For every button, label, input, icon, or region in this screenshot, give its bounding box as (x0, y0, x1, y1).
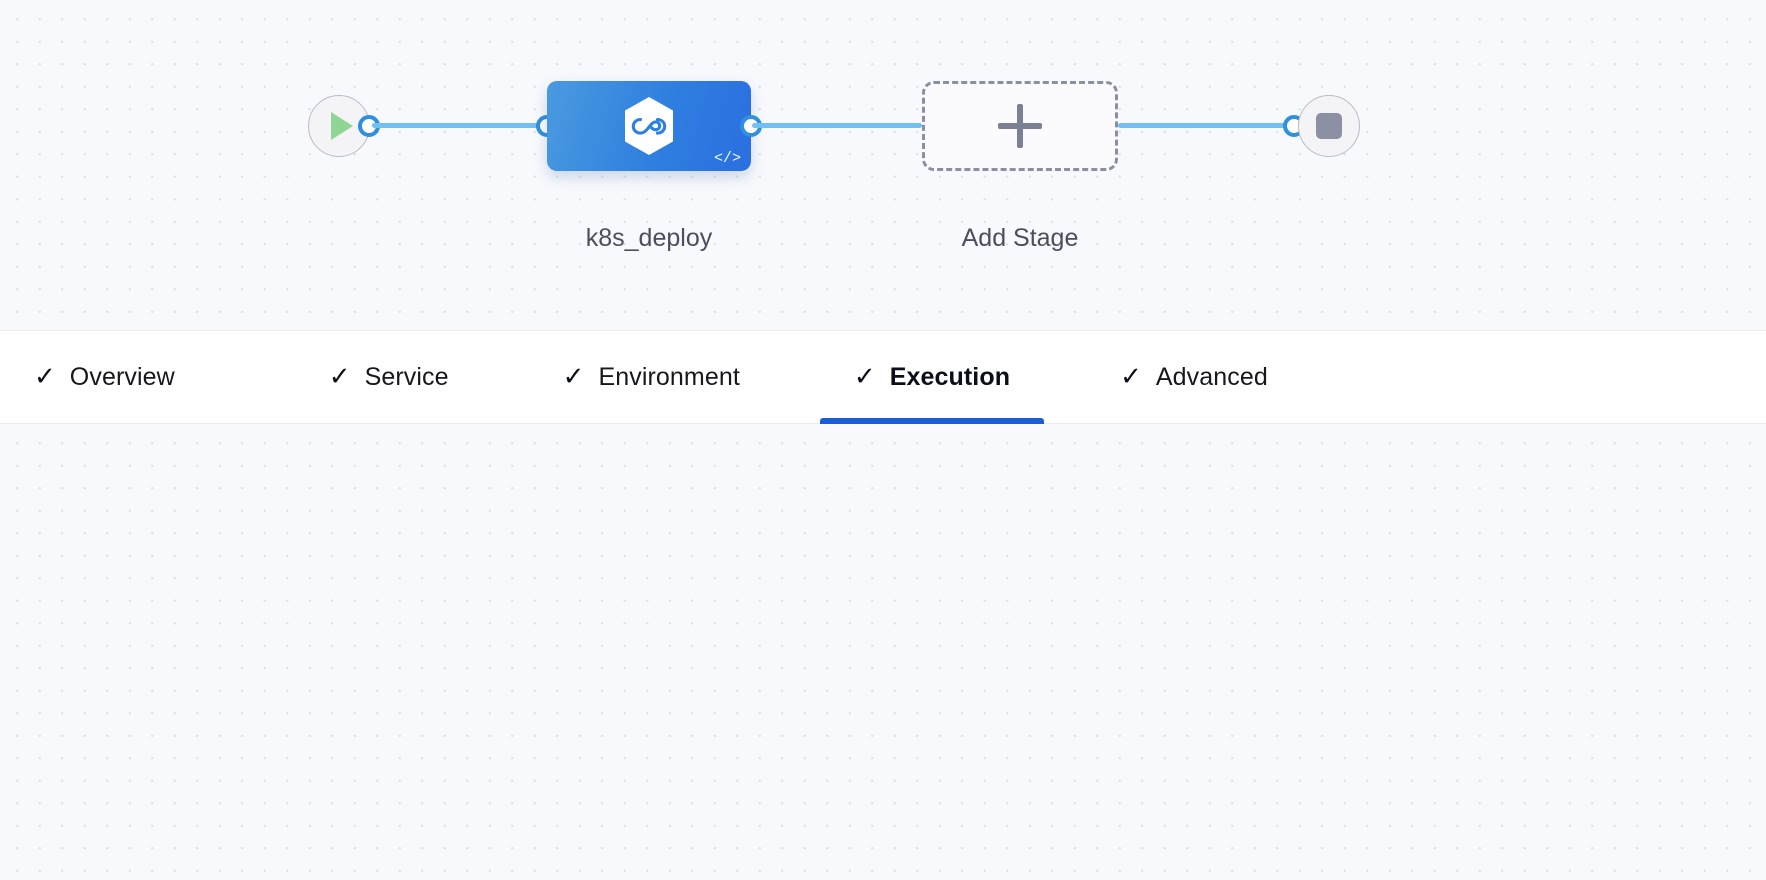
tab-execution[interactable]: ✓ Execution (819, 331, 1045, 424)
tab-label: Advanced (1155, 362, 1268, 391)
tab-service[interactable]: ✓ Service (295, 331, 483, 423)
stage-code-badge-icon[interactable]: </> (713, 150, 741, 167)
check-icon: ✓ (328, 361, 351, 391)
stage-link-2 (752, 123, 922, 128)
check-icon: ✓ (562, 361, 585, 391)
harness-hexagon-infinity-icon (625, 97, 673, 155)
plus-icon (998, 104, 1042, 148)
stage-node-label-k8s-deploy: k8s_deploy (585, 224, 713, 252)
stage-canvas[interactable]: </> k8s_deploy Add Stage (0, 0, 1766, 330)
tab-environment[interactable]: ✓ Environment (529, 331, 774, 423)
add-stage-box[interactable] (922, 81, 1118, 171)
check-icon: ✓ (853, 361, 876, 391)
stage-end-node[interactable] (1298, 95, 1360, 157)
tab-advanced[interactable]: ✓ Advanced (1086, 331, 1302, 423)
stage-link-1 (372, 123, 552, 128)
check-icon: ✓ (1120, 361, 1142, 391)
tab-label: Service (364, 362, 449, 391)
add-stage-node[interactable] (922, 81, 1118, 171)
tab-active-underline (819, 418, 1045, 424)
execution-steps-canvas[interactable]: </> K8sDiff </> Rollout Deployment (0, 424, 1766, 880)
add-stage-label: Add Stage (961, 224, 1079, 252)
stop-icon (1298, 95, 1360, 157)
check-icon: ✓ (34, 361, 56, 391)
stage-card[interactable]: </> (547, 81, 751, 171)
tab-label: Environment (598, 362, 740, 391)
stage-link-3 (1118, 123, 1292, 128)
stage-node-k8s-deploy[interactable]: </> (547, 81, 751, 171)
tab-label: Execution (889, 362, 1011, 391)
tab-label: Overview (69, 362, 175, 391)
tab-overview[interactable]: ✓ Overview (0, 331, 209, 423)
stage-config-tabbar: ✓ Overview ✓ Service ✓ Environment ✓ Exe… (0, 330, 1766, 424)
